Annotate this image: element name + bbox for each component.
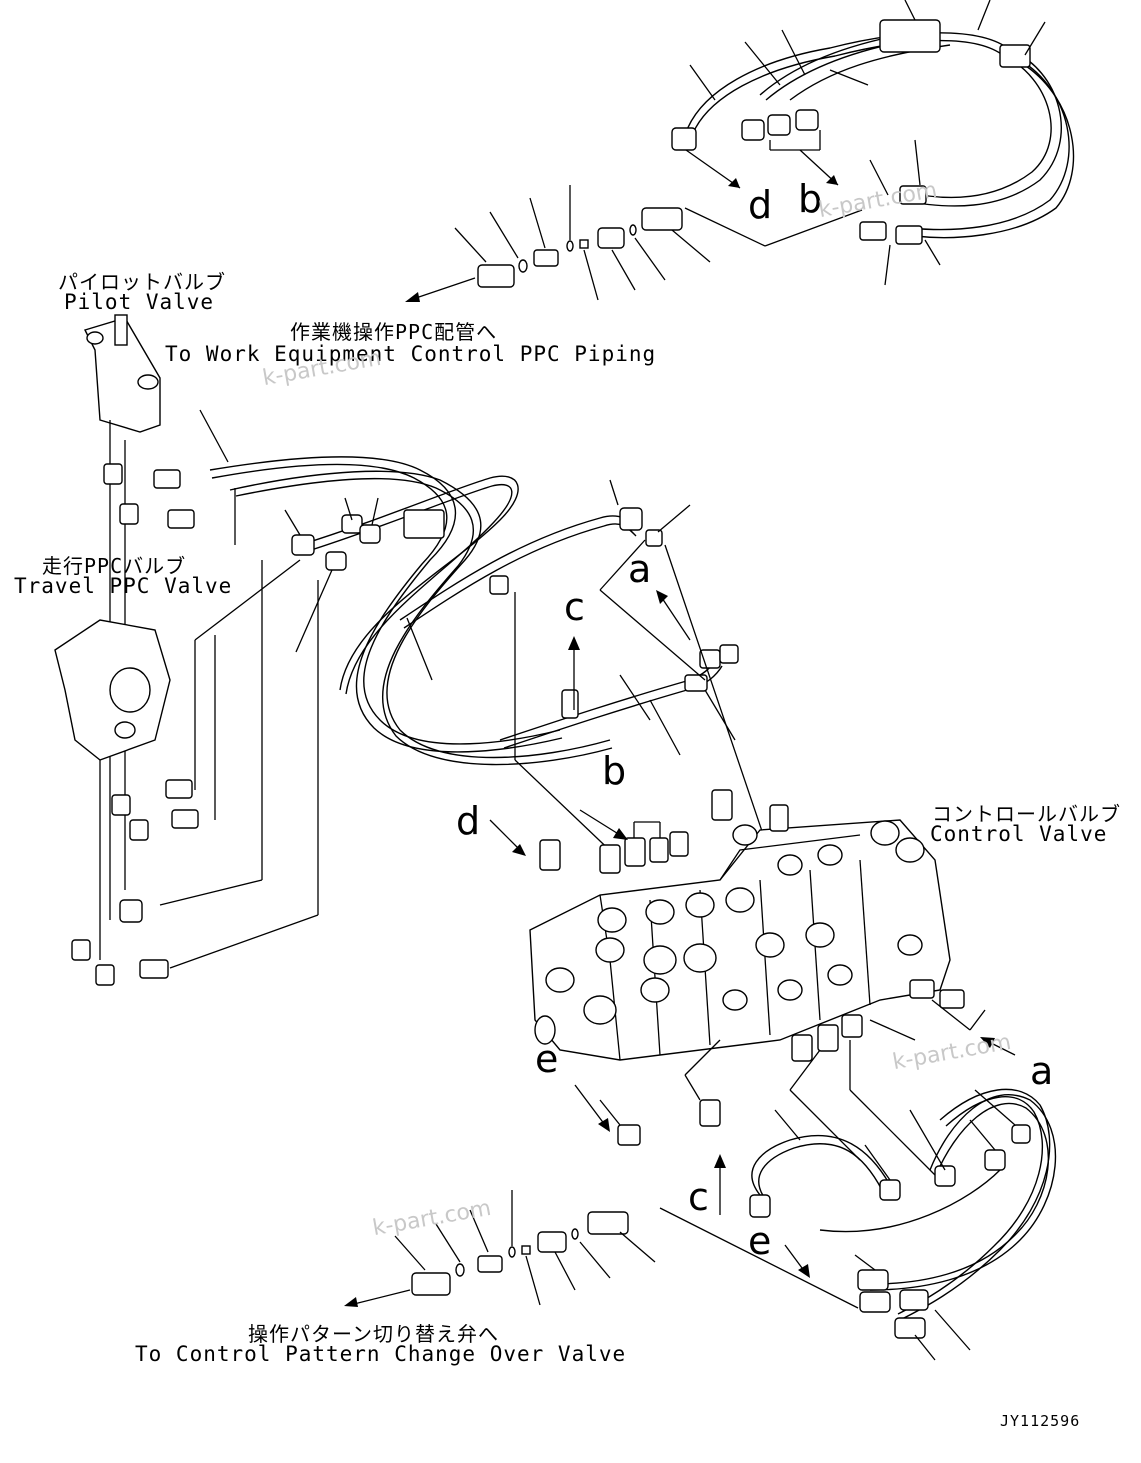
reference-arrows [489,809,1016,1278]
travel-ppc-valve-drawing [54,559,319,986]
ref-letter-a-right: a [1030,1049,1054,1093]
work-equipment-label-en: To Work Equipment Control PPC Piping [165,342,657,366]
work-equipment-label-jp: 作業機操作PPC配管へ [290,320,498,344]
travel-ppc-label-en: Travel PPC Valve [14,574,233,598]
top-fitting-row [405,185,711,302]
control-valve-label-jp: コントロールバルブ [932,802,1121,826]
ref-letter-d-top: d [748,183,773,227]
drawing-code: JY112596 [1000,1412,1081,1430]
ref-letter-c-bottom: c [688,1175,709,1219]
travel-ppc-label-jp: 走行PPCバルブ [42,554,187,578]
ref-letter-a-mid: a [628,547,652,591]
bottom-fitting-row [344,1190,656,1307]
ref-letter-e-bottom: e [748,1219,772,1263]
ref-letter-c-mid: c [564,585,585,629]
bottom-hose-bundle [659,1088,1057,1361]
control-valve-label-en: Control Valve [930,822,1108,846]
pattern-change-label-en: To Control Pattern Change Over Valve [135,1342,627,1366]
ref-letter-e-left: e [535,1037,559,1081]
control-valve-drawing [529,789,986,1181]
pattern-change-label-jp: 操作パターン切り替え弁へ [248,1322,499,1346]
ref-letter-d-mid: d [456,799,481,843]
pilot-valve-label-jp: パイロットバルブ [58,270,226,294]
middle-hose-bundle [199,409,766,861]
ref-letter-b-mid: b [602,749,627,793]
pilot-valve-label-en: Pilot Valve [64,290,215,314]
ref-letter-b-top: b [798,177,823,221]
top-hose-bundle [671,0,1075,286]
